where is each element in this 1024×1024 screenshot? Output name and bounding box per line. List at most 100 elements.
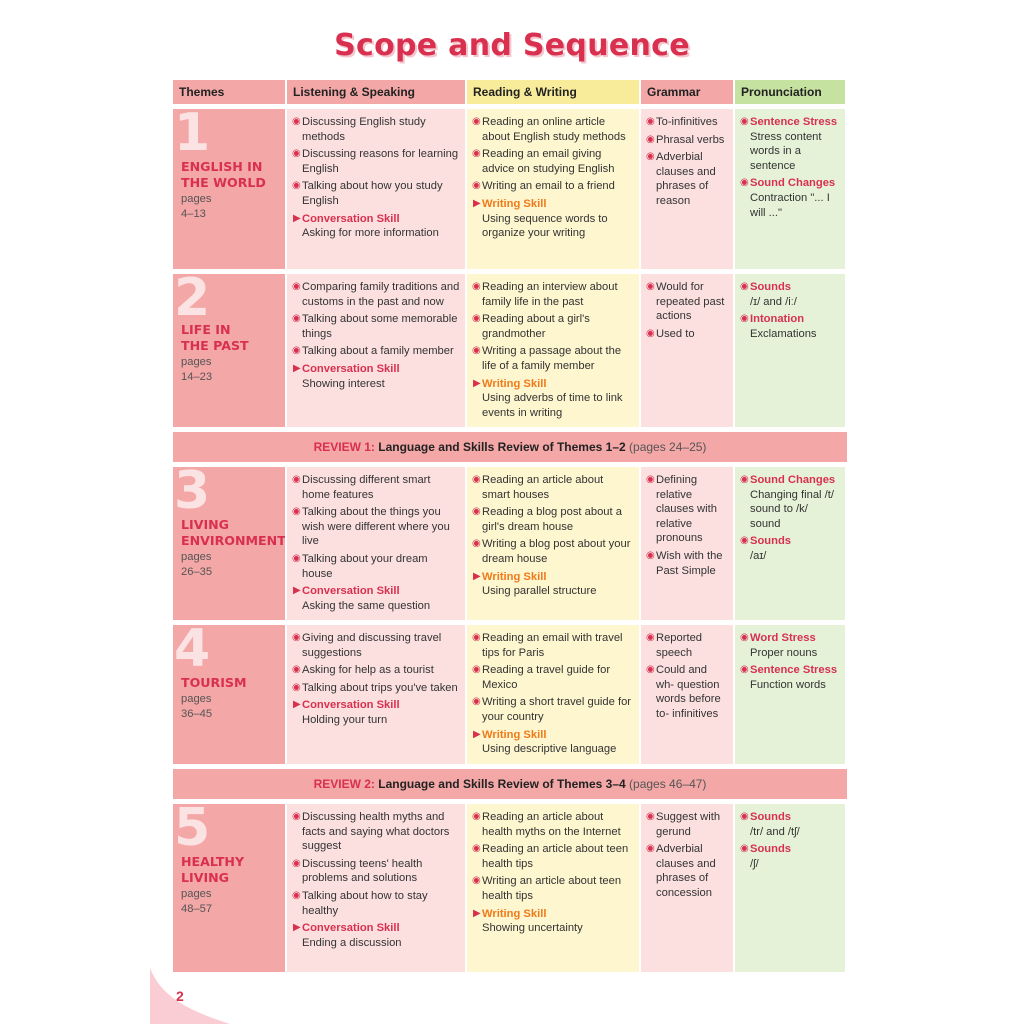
list-item: ◉Could and wh- question words before to-… <box>646 663 728 721</box>
arrow-icon: ▶ <box>293 585 301 597</box>
header-reading: Reading & Writing <box>467 80 641 104</box>
list-item: ◉Writing a blog post about your dream ho… <box>472 537 634 566</box>
skill-text: Using descriptive language <box>482 743 617 756</box>
list-item: ◉Suggest with gerund <box>646 810 728 839</box>
bullet-icon: ◉ <box>740 313 749 325</box>
pron-title: Sentence Stress <box>750 116 838 128</box>
item-text: Reading an interview about family life i… <box>482 281 618 308</box>
review-text: Language and Skills Review of Themes 1–2 <box>378 440 626 454</box>
arrow-icon: ▶ <box>293 922 301 934</box>
item-text: Adverbial clauses and phrases of reason <box>656 151 716 207</box>
theme-name: LIVING <box>181 517 230 532</box>
list-item: ◉Discussing health myths and facts and s… <box>292 810 460 854</box>
pron-text: /ɪ/ and /iː/ <box>750 295 797 308</box>
item-text: Discussing reasons for learning English <box>302 148 459 175</box>
theme-name: ENVIRONMENT <box>181 533 286 548</box>
bullet-icon: ◉ <box>740 535 749 547</box>
list-item: ◉To-infinitives <box>646 115 728 130</box>
reading-cell: ◉ Reading an article about health myths o… <box>467 804 641 972</box>
bullet-icon: ◉ <box>740 177 749 189</box>
pron-title: Sound Changes <box>750 474 836 486</box>
list-item: ◉Reading a blog post about a girl's drea… <box>472 505 634 534</box>
pron-text: /aɪ/ <box>750 549 767 562</box>
arrow-icon: ▶ <box>473 728 481 740</box>
item-text: Would for repeated past actions <box>656 281 725 323</box>
item-text: Writing an email to a friend <box>482 180 615 193</box>
item-text: Reading an article about health myths on… <box>482 811 621 838</box>
skill-label: Writing Skill <box>482 197 547 210</box>
bullet-icon: ◉ <box>472 538 481 550</box>
header-grammar: Grammar <box>641 80 735 104</box>
list-item: ◉Defining relative clauses with relative… <box>646 473 728 546</box>
theme-number: 3 <box>174 467 211 521</box>
list-item: ◉Writing an article about teen health ti… <box>472 874 634 903</box>
list-item: ◉Would for repeated past actions <box>646 280 728 324</box>
bullet-icon: ◉ <box>472 875 481 887</box>
bullet-icon: ◉ <box>292 180 301 192</box>
pron-text: Changing final /t/ sound to /k/ sound <box>750 488 834 530</box>
skill-label: Conversation Skill <box>302 212 400 225</box>
reading-cell: ◉Reading an online article about English… <box>467 109 641 269</box>
arrow-icon: ▶ <box>473 377 481 389</box>
theme-pages-label: pages <box>181 356 212 368</box>
pron-item: ◉Sounds/tr/ and /tʃ/ <box>740 810 840 839</box>
item-text: Suggest with gerund <box>656 811 721 838</box>
list-item: ◉Talking about the things you wish were … <box>292 505 460 549</box>
item-text: Talking about some memorable things <box>302 313 458 340</box>
item-text: Reading an article about teen health tip… <box>482 843 629 870</box>
list-item: ◉Reading an interview about family life … <box>472 280 634 309</box>
list-item: ◉Talking about how you study English <box>292 179 460 208</box>
list-item: ◉Discussing reasons for learning English <box>292 147 460 176</box>
arrow-icon: ▶ <box>473 907 481 919</box>
list-item: ◉Adverbial clauses and phrases of conces… <box>646 842 728 900</box>
item-text: Talking about your dream house <box>302 552 428 580</box>
theme-pages: 14–23 <box>181 371 213 383</box>
theme-pages: 26–35 <box>181 566 213 578</box>
pron-title: Sounds <box>750 843 792 856</box>
theme-name: HEALTHY <box>181 854 245 869</box>
bullet-icon: ◉ <box>472 345 481 357</box>
item-text: Adverbial clauses and phrases of concess… <box>656 843 716 899</box>
skill-text: Showing uncertainty <box>482 922 583 935</box>
item-text: Giving and discussing travel suggestions <box>302 632 442 659</box>
skill-text: Holding your turn <box>302 713 388 726</box>
theme-number: 4 <box>174 625 211 679</box>
list-item: ◉Talking about a family member <box>292 344 460 359</box>
bullet-icon: ◉ <box>292 506 301 518</box>
skill-label: Conversation Skill <box>302 699 400 712</box>
theme-number: 5 <box>174 804 211 858</box>
skill-text: Using sequence words to organize your wr… <box>482 212 608 240</box>
item-text: Writing a blog post about your dream hou… <box>482 538 631 565</box>
theme-name: THE PAST <box>181 338 249 353</box>
item-text: Reading a blog post about a girl's dream… <box>482 506 622 533</box>
theme-name: TOURISM <box>181 675 247 690</box>
header-themes: Themes <box>173 80 287 104</box>
bullet-icon: ◉ <box>292 552 301 564</box>
pron-title: Sounds <box>750 281 792 293</box>
theme-pages-label: pages <box>181 193 212 205</box>
grammar-cell: ◉Suggest with gerund ◉Adverbial clauses a… <box>641 804 735 972</box>
bullet-icon: ◉ <box>740 664 749 676</box>
theme-pages-label: pages <box>181 693 212 705</box>
reading-cell: ◉Reading an article about smart houses◉R… <box>467 467 641 620</box>
bullet-icon: ◉ <box>646 281 655 292</box>
bullet-icon: ◉ <box>472 506 481 518</box>
bullet-icon: ◉ <box>472 632 481 643</box>
skill-text: Ending a discussion <box>302 936 402 949</box>
theme-name: LIFE IN <box>181 322 231 337</box>
theme-pages: 4–13 <box>181 208 206 220</box>
list-item: ◉Used to <box>646 327 728 342</box>
bullet-icon: ◉ <box>646 133 655 145</box>
review-text: Language and Skills Review of Themes 3–4 <box>378 777 626 791</box>
review-pages: (pages 24–25) <box>629 440 707 454</box>
bullet-icon: ◉ <box>740 843 749 855</box>
